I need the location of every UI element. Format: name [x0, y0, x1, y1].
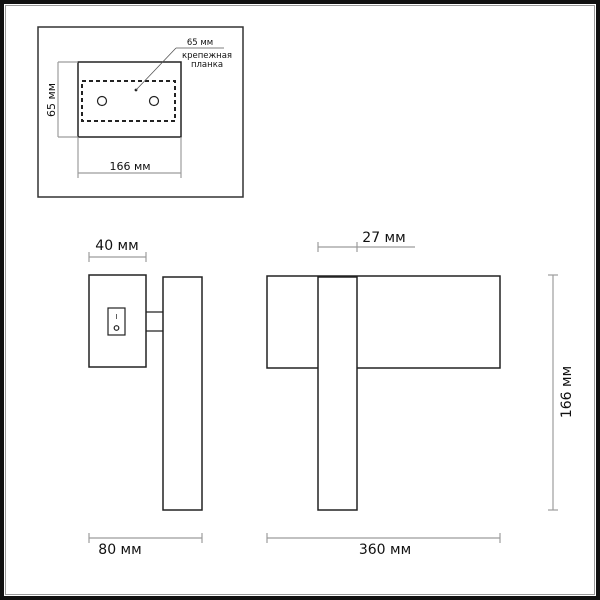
side-view: 40 мм I 80 мм	[88, 238, 203, 558]
switch-off-icon	[113, 325, 120, 331]
callout-label-line1: крепежная	[182, 51, 232, 61]
fixture-body-front	[266, 275, 501, 369]
rocker-switch	[107, 307, 126, 336]
mounting-bracket-outline	[81, 80, 176, 122]
bar-width-label: 27 мм	[362, 230, 405, 246]
side-depth-label: 40 мм	[95, 238, 138, 254]
callout-dimension: 65 мм	[187, 38, 213, 48]
wall-mount-box	[88, 274, 147, 368]
mounting-plate-inset: 65 мм крепежная планка 65 мм 166 мм	[37, 26, 244, 198]
fixture-back-plate	[77, 61, 182, 138]
callout-leader	[135, 47, 177, 91]
switch-on-icon: I	[115, 313, 117, 321]
plate-width-label: 166 мм	[109, 160, 150, 173]
inner-frame	[5, 5, 595, 595]
front-overall-length-label: 360 мм	[359, 542, 411, 558]
plate-height-label: 65 мм	[45, 83, 58, 117]
front-height-label: 166 мм	[559, 366, 575, 418]
side-overall-width-label: 80 мм	[98, 542, 141, 558]
callout-label-line2: планка	[191, 60, 223, 70]
light-bar-front	[317, 276, 358, 511]
screw-hole-icon	[96, 95, 108, 107]
light-bar-side	[162, 276, 203, 511]
front-view: 27 мм 166 мм 360 мм	[266, 230, 575, 558]
screw-hole-icon	[148, 95, 160, 107]
